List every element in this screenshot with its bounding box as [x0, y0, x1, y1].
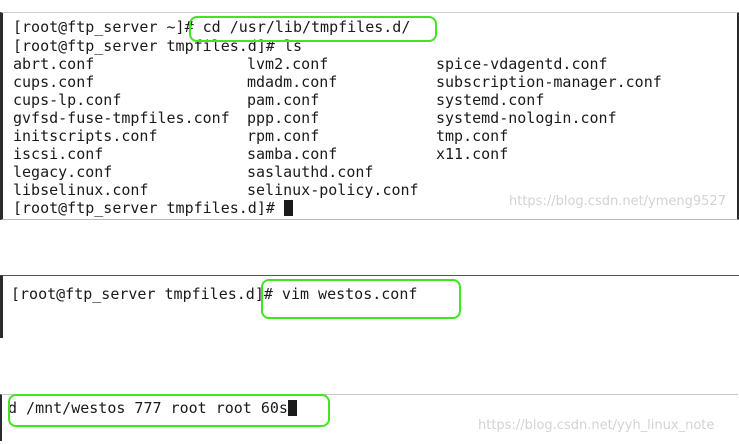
vim-command: vim westos.conf [272, 285, 418, 303]
highlight-cd-command [189, 16, 437, 42]
terminal-panel-ls[interactable]: [root@ftp_server ~]# cd /usr/lib/tmpfile… [0, 12, 739, 220]
file-name: systemd-nologin.conf [436, 109, 617, 127]
file-name: libselinux.conf [13, 181, 149, 199]
file-name: pam.conf [247, 91, 320, 109]
command-line-cd: [root@ftp_server ~]# cd /usr/lib/tmpfile… [13, 18, 410, 36]
cd-command: cd /usr/lib/tmpfiles.d/ [193, 18, 411, 36]
terminal-panel-vim[interactable]: [root@ftp_server tmpfiles.d]# vim westos… [0, 275, 739, 338]
watermark: https://blog.csdn.net/yyh_linux_note [478, 418, 715, 433]
editor-line: d /mnt/westos 777 root root 60s [8, 399, 297, 417]
file-name: subscription-manager.conf [436, 73, 662, 91]
highlight-config-line [8, 394, 330, 427]
shell-prompt: [root@ftp_server ~]# [13, 18, 194, 36]
file-name: abrt.conf [13, 55, 95, 73]
file-name: spice-vdagentd.conf [436, 55, 608, 73]
file-name: initscripts.conf [13, 127, 158, 145]
file-name: mdadm.conf [247, 73, 338, 91]
editor-panel[interactable]: d /mnt/westos 777 root root 60s https://… [0, 394, 738, 441]
file-name: legacy.conf [13, 163, 113, 181]
file-name: saslauthd.conf [247, 163, 374, 181]
command-line-vim: [root@ftp_server tmpfiles.d]# vim westos… [11, 285, 417, 303]
file-name: samba.conf [247, 145, 338, 163]
terminal-cursor [283, 200, 293, 216]
file-name: tmp.conf [436, 127, 509, 145]
file-name: ppp.conf [247, 109, 320, 127]
config-line: d /mnt/westos 777 root root 60s [8, 399, 288, 417]
file-name: cups.conf [13, 73, 95, 91]
file-name: gvfsd-fuse-tmpfiles.conf [13, 109, 230, 127]
file-name: rpm.conf [247, 127, 320, 145]
highlight-vim-command [261, 279, 461, 319]
shell-prompt: [root@ftp_server tmpfiles.d]# [11, 285, 273, 303]
shell-prompt: [root@ftp_server tmpfiles.d]# [13, 199, 275, 217]
file-name: selinux-policy.conf [247, 181, 419, 199]
file-name: cups-lp.conf [13, 91, 122, 109]
final-prompt-line: [root@ftp_server tmpfiles.d]# [13, 199, 293, 217]
file-name: x11.conf [436, 145, 509, 163]
file-name: lvm2.conf [247, 55, 329, 73]
file-name: iscsi.conf [13, 145, 104, 163]
watermark: https://blog.csdn.net/ymeng9527 [509, 194, 726, 209]
file-name: systemd.conf [436, 91, 545, 109]
editor-cursor [287, 400, 297, 416]
